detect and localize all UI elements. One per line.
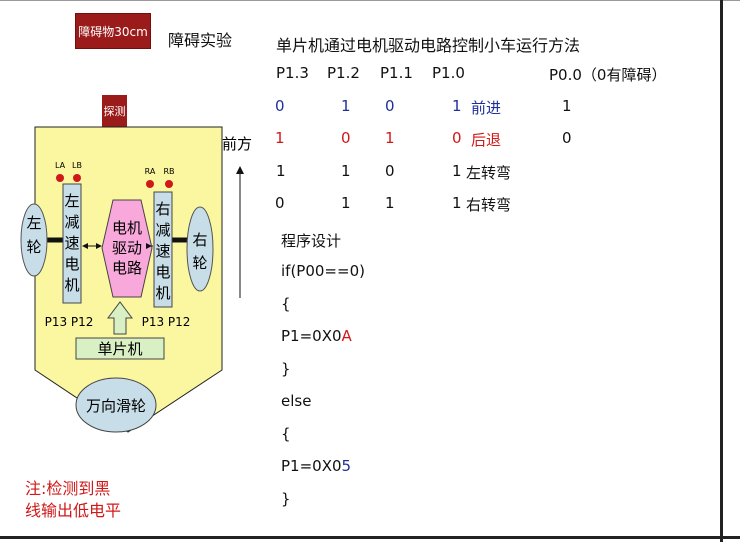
mcu-up-arrow — [107, 301, 133, 335]
header-p11: P1.1 — [380, 64, 413, 82]
code-brace-close: } — [281, 360, 291, 378]
table-cell: 0 — [385, 97, 395, 115]
note: 注:检测到黑 线输出低电平 — [25, 478, 121, 522]
led-lb — [73, 174, 81, 182]
table-cell: 0 — [341, 129, 351, 147]
led-rb-label: RB — [163, 167, 174, 176]
code-assign-b-prefix: P1=0X0 — [281, 457, 342, 475]
table-cell-action: 前进 — [471, 99, 502, 117]
left-wheel — [20, 203, 48, 277]
driver-label-line: 电机 — [112, 219, 142, 237]
mcu-label: 单片机 — [97, 340, 142, 358]
right-motor-text-char: 右 — [155, 200, 170, 218]
table-cell: 1 — [275, 129, 285, 147]
driver-label-line: 电路 — [112, 259, 142, 277]
left-motor-text-char: 减 — [64, 213, 79, 231]
sensor-block — [102, 95, 127, 127]
right-wheel — [186, 206, 214, 292]
left-motor-text-char: 左 — [64, 192, 79, 210]
table-cell: 1 — [276, 162, 286, 180]
code-assign-a: P1=0X0A — [281, 327, 352, 345]
right-wheel-label: 右 — [192, 231, 207, 249]
left-motor-text-char: 速 — [64, 234, 79, 252]
driver-label: 电机驱动电路 — [112, 219, 142, 277]
left-wheel-label: 左 — [26, 214, 41, 232]
header-p10: P1.0 — [432, 64, 465, 82]
main-title: 单片机通过电机驱动电路控制小车运行方法 — [276, 36, 581, 55]
driver-label-line: 驱动 — [112, 239, 142, 257]
right-motor — [153, 191, 173, 308]
table-cell: 0 — [275, 97, 285, 115]
table-cell: 1 — [341, 194, 351, 212]
code-assign-b: P1=0X05 — [281, 457, 351, 475]
code-assign-b-suffix: 5 — [341, 457, 352, 475]
code-assign-a-suffix: A — [341, 327, 352, 345]
page-border-top — [0, 0, 740, 1]
right-motor-text-char: 电 — [155, 263, 170, 281]
table-cell: 1 — [452, 97, 462, 115]
note-line-2: 线输出低电平 — [25, 501, 122, 520]
right-pins-label: P13 P12 — [142, 315, 191, 329]
forward-label: 前方 — [222, 135, 252, 153]
table-cell: 1 — [452, 194, 462, 212]
code-if: if(P00==0) — [281, 262, 365, 280]
right-motor-text-char: 机 — [155, 284, 170, 302]
led-la-label: LA — [55, 161, 66, 170]
table-cell: 0 — [452, 129, 462, 147]
page-border-bottom — [0, 536, 740, 539]
arrowhead-right-a — [146, 243, 152, 249]
experiment-title: 障碍实验 — [168, 31, 233, 50]
left-motor-text-char: 机 — [64, 276, 79, 294]
led-ra-label: RA — [145, 167, 156, 176]
mcu-box — [75, 337, 165, 360]
table-cell: 1 — [341, 97, 351, 115]
table-cell: 1 — [341, 162, 351, 180]
table-cell-action: 右转弯 — [466, 196, 512, 214]
table-cell: 1 — [562, 97, 572, 115]
forward-arrowhead — [236, 166, 244, 174]
left-pins-label: P13 P12 — [45, 315, 94, 329]
led-ra — [146, 180, 154, 188]
obstacle-box: 障碍物30cm — [75, 13, 151, 49]
table-cell: 1 — [385, 194, 395, 212]
table-cell: 0 — [562, 129, 572, 147]
left-motor-text-char: 电 — [64, 255, 79, 273]
table-cell: 0 — [275, 194, 285, 212]
header-p12: P1.2 — [327, 64, 360, 82]
table-cell-action: 后退 — [471, 131, 502, 149]
arrowhead-left-b — [96, 243, 102, 249]
code-brace-close: } — [281, 490, 291, 508]
code-assign-a-prefix: P1=0X0 — [281, 327, 342, 345]
table-cell: 1 — [385, 129, 395, 147]
left-wheel-label-2: 轮 — [26, 238, 41, 256]
page-border-right — [720, 0, 723, 542]
table-cell: 0 — [385, 162, 395, 180]
header-p13: P1.3 — [276, 64, 309, 82]
driver-circuit — [101, 199, 153, 298]
table-cell-action: 左转弯 — [466, 164, 512, 182]
right-wheel-label-2: 轮 — [192, 254, 207, 272]
arrowhead-left-a — [82, 243, 88, 249]
right-motor-text-char: 速 — [155, 242, 170, 260]
right-motor-text-char: 减 — [155, 221, 170, 239]
caster-label: 万向滑轮 — [86, 397, 146, 415]
code-else: else — [281, 392, 312, 410]
led-la — [56, 174, 64, 182]
led-rb — [165, 180, 173, 188]
code-brace-open: { — [281, 425, 291, 443]
left-motor — [62, 183, 82, 304]
table-cell: 1 — [452, 162, 462, 180]
led-lb-label: LB — [72, 161, 82, 170]
note-line-1: 注:检测到黑 — [25, 479, 111, 498]
header-p00: P0.0（0有障碍） — [549, 66, 667, 84]
code-brace-open: { — [281, 295, 291, 313]
sensor-label: 探测 — [104, 105, 126, 118]
caster-wheel — [75, 377, 157, 433]
program-heading: 程序设计 — [281, 232, 342, 250]
